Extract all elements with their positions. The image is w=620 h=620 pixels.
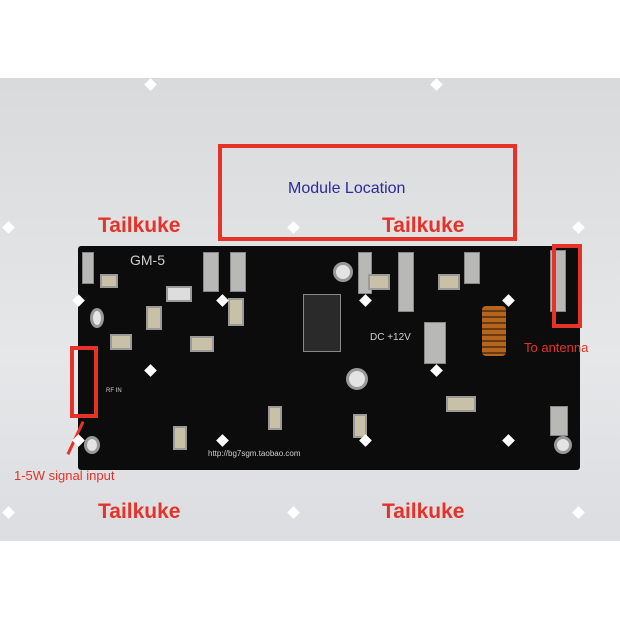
smd-component — [100, 274, 118, 288]
dc-silkscreen: DC +12V — [370, 332, 411, 343]
smd-component — [173, 426, 187, 450]
pcb-board: GM-5 http://bg7sgm.taobao.com DC +12V RF… — [78, 246, 580, 470]
watermark: Tailkuke — [98, 500, 181, 523]
watermark: Tailkuke — [98, 214, 181, 237]
smd-component — [268, 406, 282, 430]
pcb-pad — [464, 252, 480, 284]
smd-component — [368, 274, 390, 290]
pcb-pad — [550, 406, 568, 436]
mounting-hole — [346, 368, 368, 390]
pcb-pad — [82, 252, 94, 284]
inductor-coil — [482, 306, 506, 356]
smd-component — [190, 336, 214, 352]
smd-component — [166, 286, 192, 302]
output-box — [552, 244, 582, 328]
rfin-silkscreen: RF IN — [106, 388, 122, 394]
pcb-pad — [203, 252, 219, 292]
mounting-hole — [84, 436, 100, 454]
signal-input-label: 1-5W signal input — [14, 468, 115, 483]
smd-component — [146, 306, 162, 330]
to-antenna-label: To antenna — [524, 340, 589, 355]
input-box — [70, 346, 98, 418]
module-location-box — [218, 144, 517, 241]
mounting-hole — [333, 262, 353, 282]
model-silkscreen: GM-5 — [130, 252, 165, 268]
smd-component — [438, 274, 460, 290]
regulator-chip — [303, 294, 341, 352]
smd-component — [446, 396, 476, 412]
pcb-pad — [398, 252, 414, 312]
mounting-hole — [554, 436, 572, 454]
smd-component — [110, 334, 132, 350]
pcb-pad — [424, 322, 446, 364]
module-location-label: Module Location — [288, 180, 406, 197]
url-silkscreen: http://bg7sgm.taobao.com — [208, 449, 301, 458]
watermark: Tailkuke — [382, 214, 465, 237]
watermark: Tailkuke — [382, 500, 465, 523]
smd-component — [228, 298, 244, 326]
mounting-hole — [90, 308, 104, 328]
smd-component — [353, 414, 367, 438]
pcb-pad — [230, 252, 246, 292]
